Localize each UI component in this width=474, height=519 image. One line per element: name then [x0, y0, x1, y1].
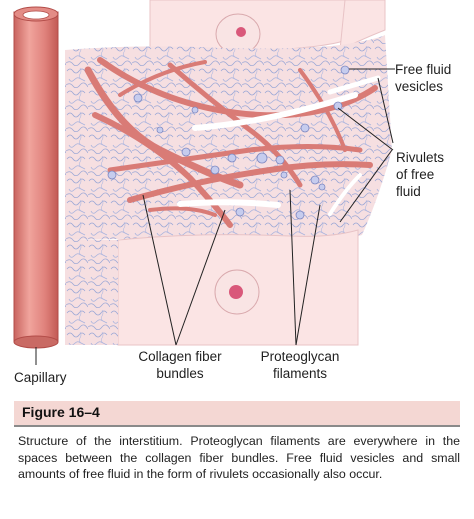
proteoglycan-label-line-2: filaments [272, 366, 328, 381]
leader-lines [35, 68, 395, 365]
rivulets-label: Rivulets of free fluid [396, 149, 444, 200]
free-fluid-rivulets [177, 75, 381, 216]
capillary-label: Capillary [14, 370, 67, 385]
collagen-fiber-bundles [84, 57, 378, 228]
figure-label-band: Figure 16–4 [14, 401, 460, 425]
figure-divider [14, 425, 460, 427]
upper-cell-nucleus [236, 27, 246, 37]
free-fluid-vesicles-label-line-1: Free fluid [395, 62, 452, 77]
proteoglycan-label-line-1: Proteoglycan [260, 349, 340, 364]
figure-label: Figure 16–4 [22, 404, 100, 420]
capillary-lumen [22, 10, 50, 20]
interstitium-diagram [13, 0, 395, 365]
rivulets-label-line-2: of free [396, 167, 435, 182]
lower-cell-nucleus [229, 285, 243, 299]
lower-left-tissue [65, 240, 118, 345]
free-fluid-vesicles-label-line-2: vesicles [395, 79, 444, 94]
collagen-label-line-2: bundles [156, 366, 204, 381]
figure-caption: Structure of the interstitium. Proteogly… [18, 434, 460, 481]
rivulets-label-line-1: Rivulets [396, 150, 445, 165]
collagen-label-line-1: Collagen fiber [138, 349, 222, 364]
capillary-bottom [13, 335, 59, 349]
free-fluid-vesicles-label: Free fluid vesicles [395, 61, 451, 95]
proteoglycan-filaments-label: Proteoglycan filaments [240, 348, 360, 382]
rivulets-label-line-3: fluid [396, 184, 421, 199]
free-fluid-vesicles [107, 65, 350, 220]
collagen-fiber-bundles-label: Collagen fiber bundles [110, 348, 250, 382]
capillary-tube [13, 11, 59, 343]
